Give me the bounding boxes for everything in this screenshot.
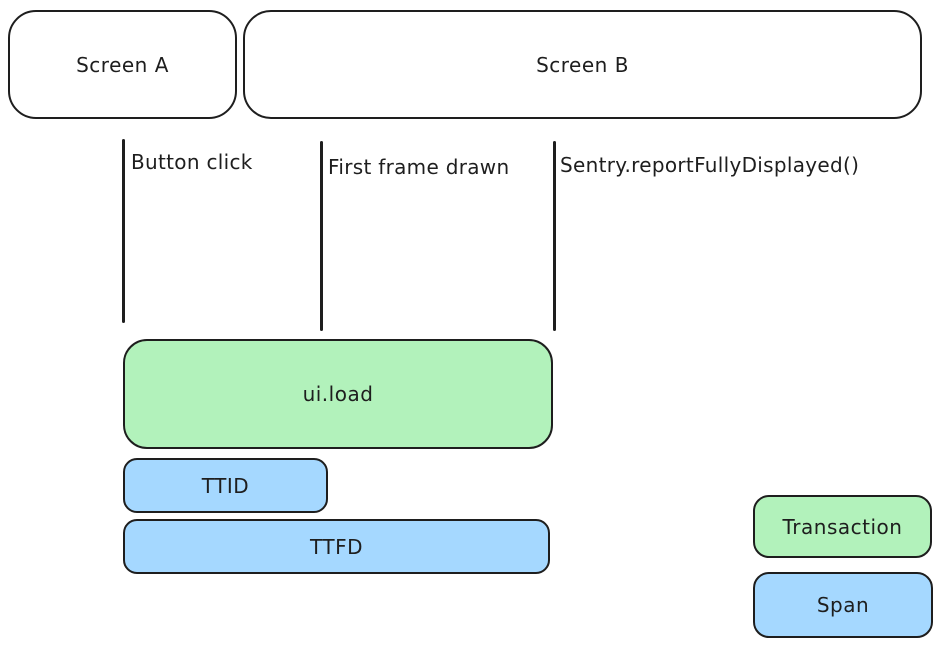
legend-transaction-swatch: Transaction: [753, 495, 932, 558]
ui-load-transaction-bar: ui.load: [123, 339, 553, 449]
legend-span-label: Span: [816, 593, 870, 617]
first-frame-drawn-label: First frame drawn: [328, 155, 510, 179]
ttid-span-bar: TTID: [123, 458, 328, 513]
ttid-label: TTID: [201, 473, 250, 498]
ttfd-label: TTFD: [310, 534, 363, 559]
button-click-event-line: [122, 139, 125, 323]
ui-load-label: ui.load: [302, 382, 374, 406]
screen-b-label: Screen B: [536, 52, 629, 77]
screen-a-label: Screen A: [76, 52, 169, 77]
legend-span-swatch: Span: [753, 572, 933, 638]
screen-b-box: Screen B: [243, 10, 922, 119]
screen-a-box: Screen A: [8, 10, 237, 119]
first-frame-drawn-event-line: [320, 141, 323, 331]
button-click-label: Button click: [131, 150, 253, 174]
legend-transaction-label: Transaction: [782, 514, 903, 539]
report-fully-displayed-event-line: [553, 141, 556, 331]
report-fully-displayed-label: Sentry.reportFullyDisplayed(): [560, 153, 860, 177]
ttfd-span-bar: TTFD: [123, 519, 550, 574]
